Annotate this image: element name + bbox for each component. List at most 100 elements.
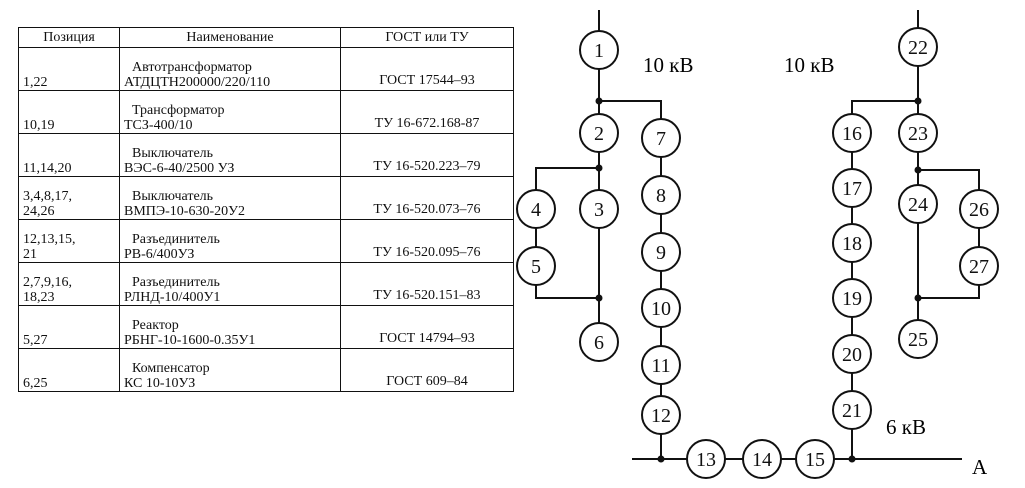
equipment-node: 12	[641, 395, 681, 435]
equipment-node: 1	[579, 30, 619, 70]
equipment-node: 14	[742, 439, 782, 479]
equipment-circle	[959, 189, 999, 229]
position-line: 1,22	[23, 75, 48, 90]
equipment-number: 20	[842, 344, 862, 366]
position-line: 2,7,9,16,	[23, 275, 72, 290]
equipment-node: 6	[579, 322, 619, 362]
equipment-circle	[959, 246, 999, 286]
equipment-node: 21	[832, 390, 872, 430]
equipment-number: 10	[651, 298, 671, 320]
equipment-number: 24	[908, 194, 928, 216]
equipment-model: КС 10-10УЗ	[124, 376, 196, 391]
equipment-circle	[641, 395, 681, 435]
equipment-model: РВ-6/400УЗ	[124, 247, 195, 262]
equipment-number: 6	[594, 332, 604, 354]
voltage-label-right: 10 кВ	[784, 53, 834, 77]
equipment-circle	[832, 334, 872, 374]
voltage-label-left: 10 кВ	[643, 53, 693, 77]
equipment-node: 25	[898, 319, 938, 359]
equipment-circle	[641, 232, 681, 272]
equipment-model: ВМПЭ-10-630-20У2	[124, 204, 246, 219]
equipment-node: 27	[959, 246, 999, 286]
equipment-circle	[832, 223, 872, 263]
junction-dot	[914, 166, 922, 174]
equipment-number: 13	[696, 449, 716, 471]
position-line: 18,23	[23, 290, 55, 305]
equipment-type: Трансформатор	[132, 103, 225, 118]
wire	[918, 169, 980, 190]
equipment-node: 20	[832, 334, 872, 374]
equipment-number: 8	[656, 185, 666, 207]
wire	[851, 100, 918, 114]
equipment-type: Разъединитель	[132, 232, 220, 247]
equipment-circle	[641, 288, 681, 328]
equipment-model: РБНГ-10-1600-0.35У1	[124, 333, 256, 348]
equipment-model: РЛНД-10/400У1	[124, 290, 221, 305]
equipment-circle	[795, 439, 835, 479]
equipment-number: 1	[594, 40, 604, 62]
equipment-circle	[898, 184, 938, 224]
standard-cell: ТУ 16-520.223–79	[340, 133, 514, 177]
equipment-circle	[516, 189, 556, 229]
standard-cell: ГОСТ 609–84	[340, 348, 514, 392]
equipment-number: 11	[651, 355, 670, 377]
equipment-model: ТСЗ-400/10	[124, 118, 193, 133]
equipment-number: 21	[842, 400, 862, 422]
equipment-number: 26	[969, 199, 989, 221]
equipment-number: 22	[908, 37, 928, 59]
junction-dot	[657, 455, 665, 463]
equipment-number: 7	[656, 128, 666, 150]
wires	[535, 10, 980, 460]
equipment-node: 10	[641, 288, 681, 328]
equipment-node: 18	[832, 223, 872, 263]
equipment-node: 11	[641, 345, 681, 385]
position-line: 24,26	[23, 204, 55, 219]
position-line: 21	[23, 247, 37, 262]
equipment-number: 18	[842, 233, 862, 255]
equipment-number: 17	[842, 178, 862, 200]
equipment-node: 13	[686, 439, 726, 479]
equipment-node: 26	[959, 189, 999, 229]
position-cell: 2,7,9,16,18,23	[18, 262, 120, 306]
equipment-node: 16	[832, 113, 872, 153]
equipment-number: 27	[969, 256, 989, 278]
equipment-node: 5	[516, 246, 556, 286]
equipment-number: 14	[752, 449, 772, 471]
equipment-circle	[579, 30, 619, 70]
standard-cell: ТУ 16-672.168-87	[340, 90, 514, 134]
junction-dot	[595, 164, 603, 172]
equipment-node: 15	[795, 439, 835, 479]
equipment-number: 3	[594, 199, 604, 221]
equipment-type: Выключатель	[132, 146, 214, 161]
equipment-circle	[641, 175, 681, 215]
equipment-number: 16	[842, 123, 862, 145]
equipment-number: 19	[842, 288, 862, 310]
position-cell: 11,14,20	[18, 133, 120, 177]
equipment-type: Реактор	[132, 318, 179, 333]
equipment-number: 12	[651, 405, 671, 427]
equipment-circle	[641, 345, 681, 385]
equipment-number: 2	[594, 123, 604, 145]
equipment-number: 25	[908, 329, 928, 351]
equipment-circle	[832, 278, 872, 318]
junction-dot	[595, 294, 603, 302]
equipment-node: 2	[579, 113, 619, 153]
equipment-circle	[898, 27, 938, 67]
equipment-circle	[832, 168, 872, 208]
equipment-circle	[579, 113, 619, 153]
equipment-circle	[898, 319, 938, 359]
position-line: 5,27	[23, 333, 48, 348]
equipment-node: 23	[898, 113, 938, 153]
equipment-number: 5	[531, 256, 541, 278]
equipment-number: 4	[531, 199, 541, 221]
equipment-number: 9	[656, 242, 666, 264]
bus-label: А	[972, 455, 988, 479]
equipment-node: 19	[832, 278, 872, 318]
